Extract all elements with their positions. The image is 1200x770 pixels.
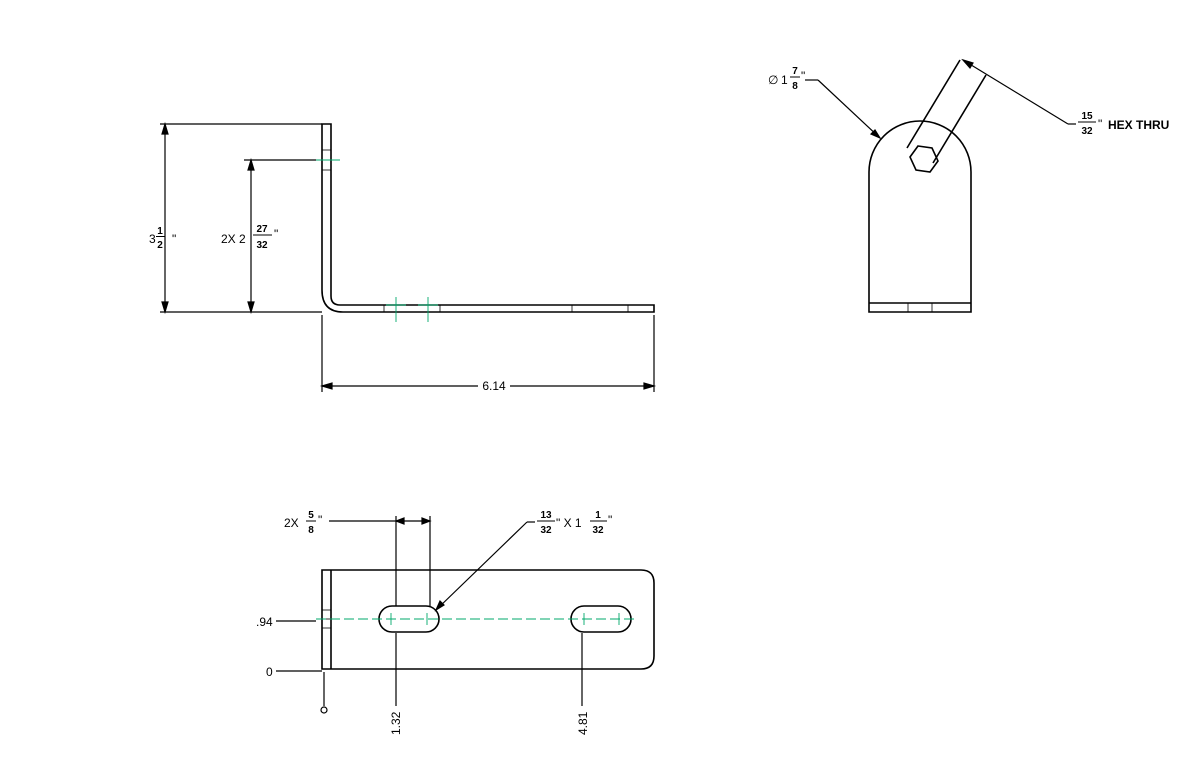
hole-height-prefix: 2X 2 xyxy=(221,232,246,246)
slot-width-den: 8 xyxy=(308,525,314,536)
height-num: 1 xyxy=(157,226,163,237)
hole-height-den: 32 xyxy=(256,240,268,251)
length-label: 6.14 xyxy=(482,379,506,393)
diameter-whole: 1 xyxy=(781,73,788,87)
hex-num: 15 xyxy=(1081,111,1093,122)
diameter-symbol: ∅ xyxy=(768,73,778,87)
slot-width-unit: " xyxy=(318,513,322,527)
ordinate-x-481: 4.81 xyxy=(576,711,590,735)
bracket-outline xyxy=(321,123,655,313)
front-view xyxy=(321,123,655,313)
slot-size-den2: 32 xyxy=(592,525,604,536)
hex-hole xyxy=(909,145,939,173)
hole-height-label: 2X 2 27 32 " xyxy=(221,224,278,251)
ordinate-y-94: .94 xyxy=(256,615,273,629)
diameter-label: ∅ 1 7 8 " xyxy=(768,66,805,92)
diameter-leader xyxy=(805,79,882,140)
hex-den: 32 xyxy=(1081,126,1093,137)
slot-size-num1: 13 xyxy=(540,510,552,521)
slot-size-unit: " xyxy=(608,513,612,527)
slot-width-prefix: 2X xyxy=(284,516,299,530)
hex-unit: " xyxy=(1098,117,1102,131)
slot-size-leader xyxy=(434,521,535,612)
height-label: 3 1 2 " xyxy=(149,226,176,251)
slot-width-dimension xyxy=(329,516,432,606)
side-view-outline xyxy=(868,120,972,313)
height-dimension xyxy=(160,121,322,315)
height-unit: " xyxy=(172,232,176,246)
top-view-outline xyxy=(321,569,655,670)
hole-height-unit: " xyxy=(274,227,278,241)
top-view-centerlines xyxy=(316,613,636,625)
length-dimension xyxy=(319,315,657,392)
slot-size-num2: 1 xyxy=(595,510,601,521)
height-whole: 3 xyxy=(149,232,156,246)
front-view-hidden-lines xyxy=(322,149,629,312)
ordinate-y-0: 0 xyxy=(266,665,273,679)
diameter-den: 8 xyxy=(792,81,798,92)
hex-leader xyxy=(961,58,1076,125)
diameter-unit: " xyxy=(801,69,805,83)
slot-size-den1: 32 xyxy=(540,525,552,536)
hex-suffix: HEX THRU xyxy=(1108,118,1169,132)
hole-height-num: 27 xyxy=(256,224,268,235)
slot-width-label: 2X 5 8 " xyxy=(284,510,322,536)
top-view xyxy=(321,569,655,670)
origin-marker xyxy=(320,706,328,714)
hex-label: 15 32 " HEX THRU xyxy=(1078,111,1169,137)
ordinate-x-132: 1.32 xyxy=(389,711,403,735)
slot-size-mid: " X 1 xyxy=(556,516,582,530)
front-view-centerlines xyxy=(316,159,438,322)
side-view-hidden-lines xyxy=(907,303,933,312)
slot-width-num: 5 xyxy=(308,510,314,521)
side-view xyxy=(868,59,987,313)
hole-height-dimension xyxy=(244,157,316,315)
ordinate-lines xyxy=(276,620,583,706)
height-den: 2 xyxy=(157,240,163,251)
diameter-num: 7 xyxy=(792,66,798,77)
slot-size-label: 13 32 " X 1 1 32 " xyxy=(537,510,612,536)
